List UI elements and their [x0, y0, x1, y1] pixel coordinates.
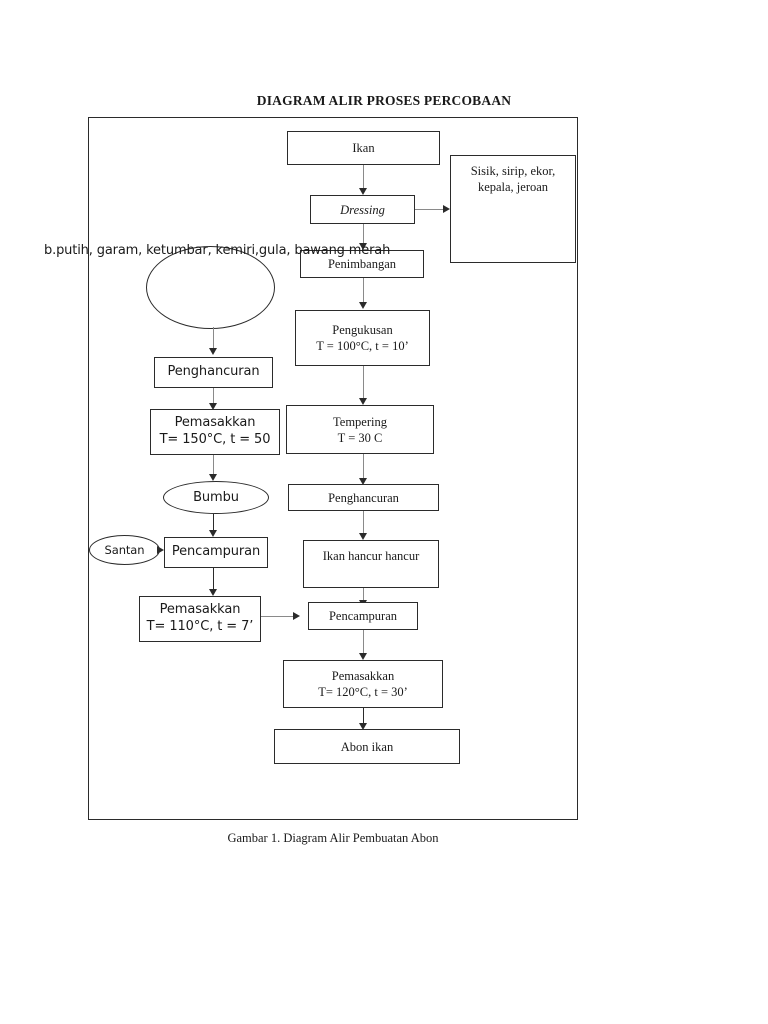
arrowhead-santan-pencampuran [157, 545, 164, 554]
node-ikan-hancur: Ikan hancur hancur [303, 540, 439, 588]
connector-pengukusan-tempering [363, 366, 364, 399]
node-pengukusan-line2: T = 100°C, t = 10’ [316, 339, 409, 353]
node-bumbu: Bumbu [163, 481, 269, 514]
ingredients-text: b.putih, garam, ketumbar, kemiri,gula, b… [44, 243, 391, 258]
arrowhead-penimbangan-pengukusan [358, 302, 367, 309]
diagram-frame [88, 117, 578, 820]
arrowhead-pemasakkan-bumbu-ellipse [208, 474, 217, 481]
connector-ikanhancur-pencampuran [363, 588, 364, 601]
node-pencampuran-kiri: Pencampuran [164, 537, 268, 568]
node-pemasakkan-bumbu: Pemasakkan T= 150°C, t = 50 [150, 409, 280, 455]
connector-ikan-dressing [363, 165, 364, 189]
node-waste-line2: kepala, jeroan [477, 180, 549, 194]
node-bumbu-ellipse [146, 246, 275, 329]
arrowhead-bumbu-pencampuran [208, 530, 217, 537]
node-penimbangan: Penimbangan [300, 250, 424, 278]
connector-dressing-waste [415, 209, 445, 210]
node-pencampuran-kanan: Pencampuran [308, 602, 418, 630]
node-abon-ikan: Abon ikan [274, 729, 460, 764]
arrowhead-pemasakkan-abon [358, 723, 367, 730]
node-pemasakkan-santan-line1: Pemasakkan [159, 602, 241, 618]
node-ikan: Ikan [287, 131, 440, 165]
connector-pemasakkan-bumbu-ellipse [213, 455, 214, 475]
connector-penghancuran-pemasakkan-bumbu [213, 388, 214, 404]
arrowhead-penghancuran-pemasakkan-bumbu [208, 403, 217, 410]
connector-pencampuran-pemasakkan-santan [213, 568, 214, 590]
node-penghancuran-kiri: Penghancuran [154, 357, 273, 388]
node-penghancuran-kanan-label: Penghancuran [328, 490, 399, 505]
connector-tempering-penghancuran [363, 454, 364, 479]
node-penimbangan-label: Penimbangan [327, 257, 397, 271]
node-pemasakkan-santan-line2: T= 110°C, t = 7’ [146, 619, 254, 634]
node-dressing-label: Dressing [340, 202, 385, 217]
page-title: DIAGRAM ALIR PROSES PERCOBAAN [256, 93, 512, 108]
arrowhead-pencampuran-pemasakkan-santan [208, 589, 217, 596]
connector-dressing-penimbangan [363, 224, 364, 244]
connector-pemasakkan-santan-pencampuran [261, 616, 294, 617]
arrowhead-penghancuran-ikanhancur [358, 533, 367, 540]
node-pemasakkan-bumbu-line1: Pemasakkan [174, 415, 256, 431]
arrowhead-ellipse-penghancuran [208, 348, 217, 355]
node-pemasakkan-akhir-line2: T= 120°C, t = 30’ [318, 685, 408, 699]
node-pemasakkan-santan: Pemasakkan T= 110°C, t = 7’ [139, 596, 261, 642]
node-waste-products: Sisik, sirip, ekor, kepala, jeroan [450, 155, 576, 263]
node-pencampuran-kanan-label: Pencampuran [328, 609, 398, 623]
arrowhead-dressing-penimbangan [358, 243, 367, 250]
connector-bumbu-pencampuran [213, 514, 214, 531]
connector-pencampuran-pemasakkan [363, 630, 364, 654]
node-tempering: Tempering T = 30 C [286, 405, 434, 454]
connector-penimbangan-pengukusan [363, 278, 364, 303]
node-pencampuran-kiri-label: Pencampuran [171, 544, 261, 560]
node-abon-ikan-label: Abon ikan [340, 739, 394, 754]
node-ikan-hancur-label: Ikan hancur hancur [322, 549, 420, 563]
arrowhead-pencampuran-pemasakkan [358, 653, 367, 660]
node-pemasakkan-akhir: Pemasakkan T= 120°C, t = 30’ [283, 660, 443, 708]
node-pengukusan: Pengukusan T = 100°C, t = 10’ [295, 310, 430, 366]
node-penghancuran-kiri-label: Penghancuran [167, 364, 260, 380]
node-penghancuran-kanan: Penghancuran [288, 484, 439, 511]
connector-pemasakkan-abon [363, 708, 364, 724]
arrowhead-tempering-penghancuran [358, 478, 367, 485]
node-santan-label: Santan [104, 543, 145, 557]
node-pemasakkan-akhir-line1: Pemasakkan [331, 669, 395, 683]
node-waste-line1: Sisik, sirip, ekor, [470, 164, 556, 178]
node-santan: Santan [89, 535, 160, 565]
arrowhead-dressing-waste [443, 204, 450, 213]
node-dressing: Dressing [310, 195, 415, 224]
node-ikan-label: Ikan [352, 141, 375, 155]
connector-penghancuran-ikanhancur [363, 511, 364, 534]
connector-ellipse-penghancuran [213, 327, 214, 349]
node-tempering-line1: Tempering [333, 414, 387, 429]
figure-caption: Gambar 1. Diagram Alir Pembuatan Abon [227, 831, 439, 845]
arrowhead-ikan-dressing [358, 188, 367, 195]
arrowhead-pengukusan-tempering [358, 398, 367, 405]
node-bumbu-label: Bumbu [193, 490, 239, 505]
node-pemasakkan-bumbu-line2: T= 150°C, t = 50 [159, 432, 271, 447]
arrowhead-pemasakkan-santan-pencampuran [293, 611, 300, 620]
node-pengukusan-line1: Pengukusan [332, 323, 393, 337]
node-tempering-line2: T = 30 C [337, 430, 383, 445]
